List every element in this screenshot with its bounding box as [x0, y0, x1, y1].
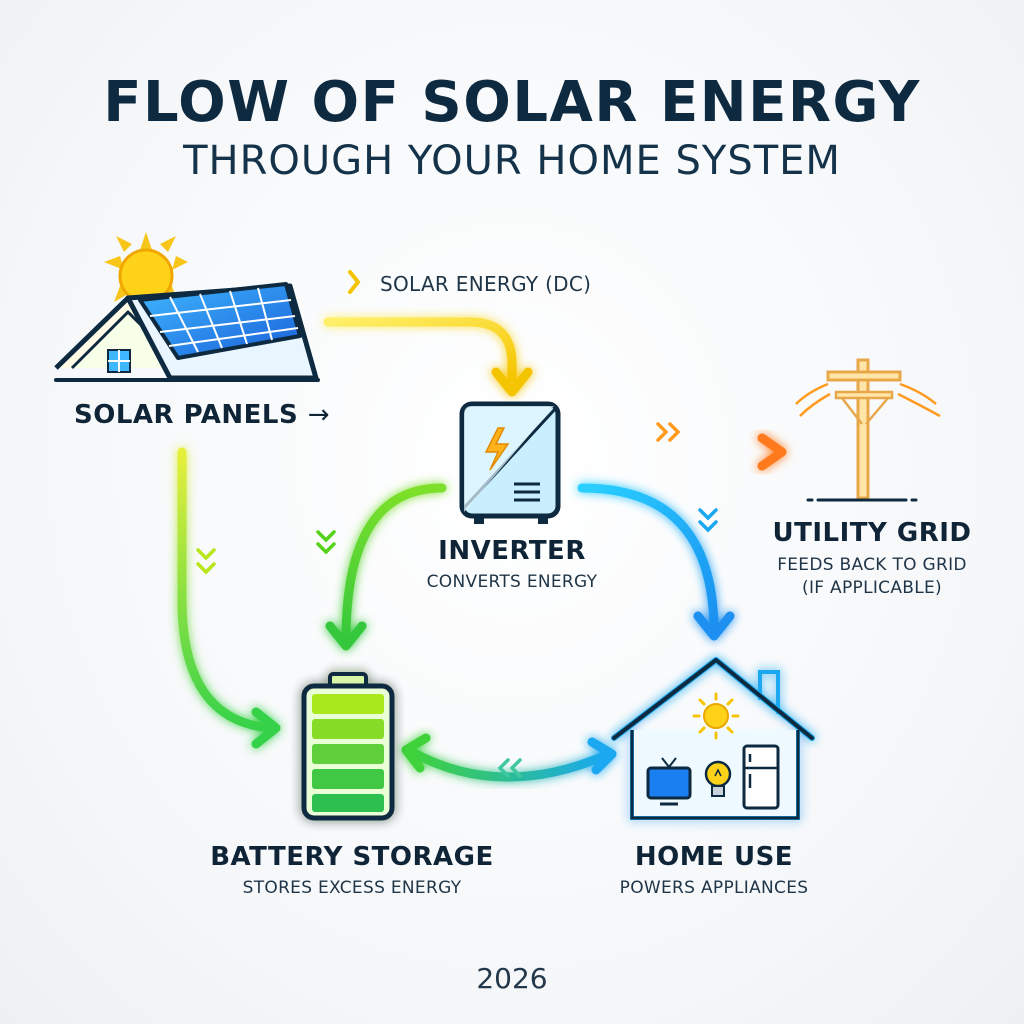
lightbulb-icon: [704, 760, 732, 797]
page-title: FLOW OF SOLAR ENERGY: [103, 70, 921, 135]
battery-title: BATTERY STORAGE: [210, 842, 494, 872]
solar-panels-label: SOLAR PANELS: [74, 400, 299, 430]
tv-icon: [646, 757, 692, 806]
solar-panel-icon: [138, 282, 302, 360]
flow-inverter-to-grid: [577, 433, 787, 471]
utility-pole-icon: [795, 358, 941, 502]
inverter-icon: [459, 401, 561, 524]
utility-grid-subtitle-1: FEEDS BACK TO GRID: [777, 555, 967, 575]
chevrons-grid-icon: [656, 422, 681, 442]
flow-inverter-to-battery: [325, 483, 447, 651]
inverter-title: INVERTER: [438, 536, 586, 566]
home-title: HOME USE: [634, 842, 794, 872]
refrigerator-icon: [742, 744, 780, 810]
flow-marker-solar-dc-icon: [348, 270, 360, 294]
chevrons-solar-battery-icon: [196, 548, 216, 575]
chevrons-battery-home-icon: [497, 758, 522, 778]
arrow-right-icon: →: [307, 400, 331, 430]
flow-solar-to-inverter: [323, 317, 533, 397]
flow-inverter-to-home: [577, 483, 735, 641]
flow-battery-home: [401, 733, 617, 782]
flow-solar-to-battery: [177, 447, 281, 749]
home-sun-icon: [692, 692, 740, 740]
home-subtitle: POWERS APPLIANCES: [619, 878, 809, 898]
inverter-subtitle: CONVERTS ENERGY: [426, 572, 598, 592]
page-subtitle: THROUGH YOUR HOME SYSTEM: [183, 138, 841, 184]
chevrons-battery-icon: [316, 530, 336, 555]
battery-subtitle: STORES EXCESS ENERGY: [242, 878, 462, 898]
chevrons-home-icon: [698, 508, 718, 533]
footer-year: 2026: [476, 962, 548, 995]
flow-label-solar-dc: SOLAR ENERGY (DC): [380, 272, 592, 296]
home-icon: [611, 657, 815, 820]
sun-icon: [104, 232, 188, 304]
utility-grid-subtitle-2: (IF APPLICABLE): [802, 578, 942, 598]
solar-panels-title: SOLAR PANELS →: [74, 400, 330, 430]
battery-icon: [301, 672, 395, 821]
utility-grid-title: UTILITY GRID: [772, 518, 972, 548]
solar-house-icon: [54, 232, 320, 382]
